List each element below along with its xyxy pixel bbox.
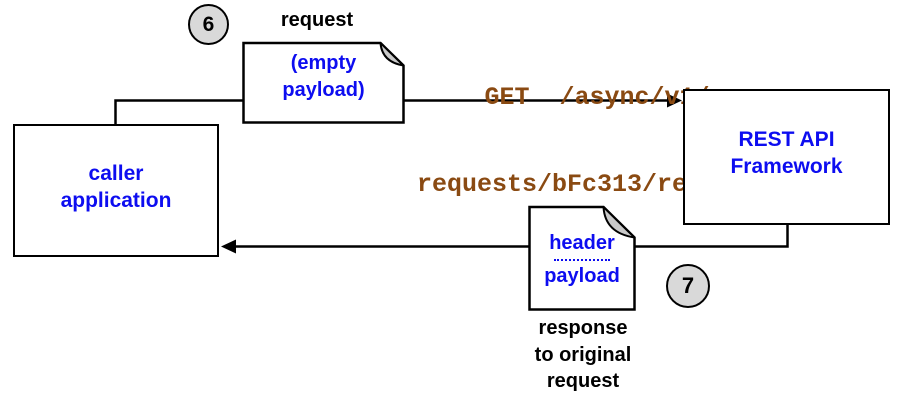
empty-payload-label: (empty payload) <box>243 50 404 104</box>
request-document-fold-icon <box>379 42 405 67</box>
response-arrowhead <box>221 239 236 254</box>
rest-box-line-2: Framework <box>730 155 843 178</box>
request-document-shape <box>242 41 405 124</box>
caller-application-box: caller application <box>13 124 219 257</box>
response-document-fold-icon <box>602 206 636 239</box>
response-header-label: header <box>549 232 615 254</box>
response-payload-label: payload <box>544 265 620 287</box>
caller-box-line-1: caller <box>88 161 144 185</box>
response-document-shape <box>528 205 636 311</box>
rest-box-line-1: REST API <box>738 128 835 151</box>
header-payload-divider <box>554 259 610 261</box>
request-arrowhead <box>667 93 682 108</box>
empty-payload-line-1: (empty <box>290 52 357 74</box>
step-7-badge: 7 <box>666 264 710 308</box>
response-arrow-line <box>234 225 789 248</box>
response-caption-line-1: response <box>538 317 628 339</box>
response-caption-line-3: request <box>546 370 620 392</box>
request-arrow-line <box>114 99 670 124</box>
step-7-number: 7 <box>681 273 695 298</box>
step-6-badge: 6 <box>188 4 229 45</box>
response-caption-line-2: to original <box>534 343 632 366</box>
rest-api-framework-box: REST API Framework <box>683 89 890 225</box>
step-6-number: 6 <box>202 12 215 36</box>
request-caption: request <box>280 9 354 31</box>
empty-payload-line-2: payload) <box>282 79 365 101</box>
response-caption: response to original request <box>512 315 654 395</box>
caller-box-line-2: application <box>60 188 172 212</box>
response-document-label: header payload <box>529 230 635 289</box>
